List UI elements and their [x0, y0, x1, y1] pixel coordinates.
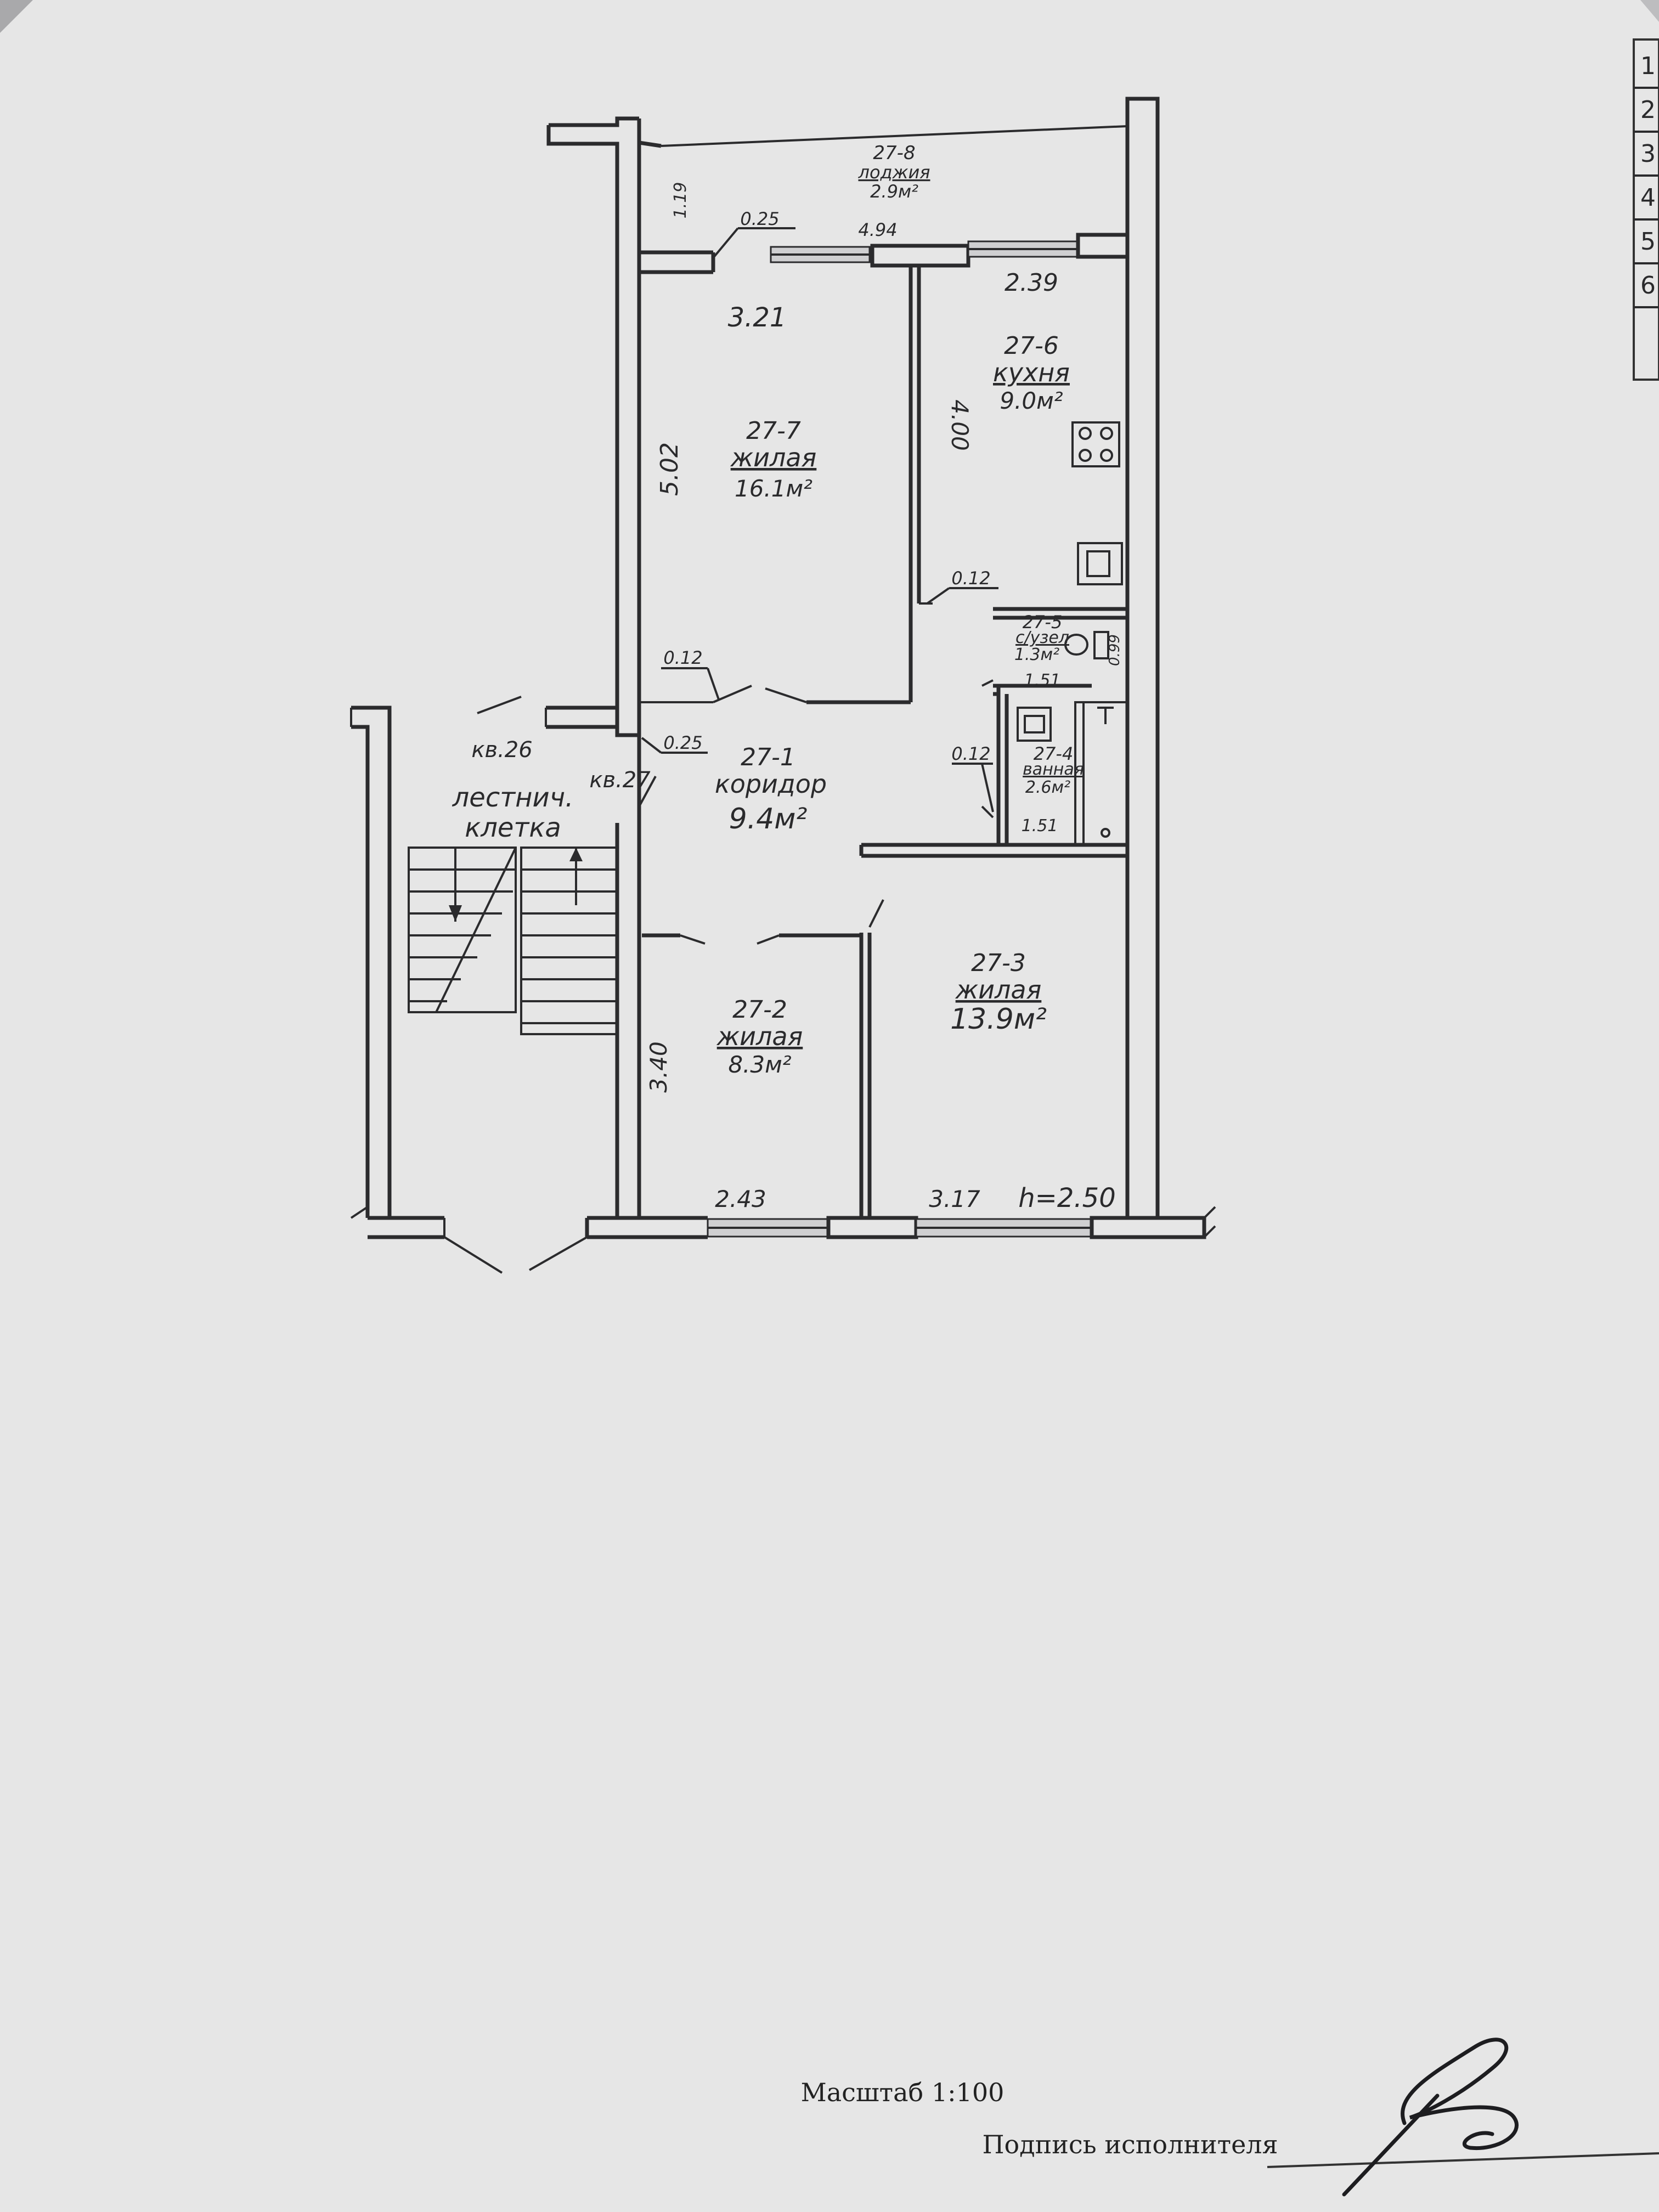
room-id: 27-8: [873, 142, 915, 164]
dimension-label: 0.99: [1107, 634, 1123, 666]
room-area: 2.9м²: [870, 181, 918, 202]
room-name: лоджия: [857, 162, 930, 183]
side-table-number: 1: [1640, 52, 1656, 80]
dimension-label: 1.51: [1024, 671, 1061, 690]
room-name: кухня: [993, 358, 1070, 387]
room-id: 27-1: [741, 743, 795, 771]
room-area: 9.0м²: [1000, 387, 1063, 414]
dimension-label: 5.02: [656, 442, 684, 496]
room-id: 27-5: [1023, 612, 1063, 633]
side-table-number: 2: [1640, 96, 1656, 124]
room-living-27-3: 27-3 жилая 13.9м²: [950, 949, 1047, 1036]
room-kitchen: 27-6 кухня 9.0м²: [993, 332, 1070, 414]
loggia-rail: [661, 125, 1128, 147]
dimensions: 1.19 0.25 4.94 3.21 2.39 5.02 4.00 0.12 …: [641, 182, 1123, 1214]
stair-flight-right: [520, 847, 618, 1035]
dimension-label: 4.94: [858, 219, 897, 240]
sink-icon: [1077, 542, 1123, 585]
room-id: 27-3: [971, 949, 1026, 977]
room-corridor: 27-1 коридор 9.4м²: [715, 743, 827, 836]
signature-label: Подпись исполнителя: [982, 2130, 1278, 2159]
washbasin-icon: [1017, 707, 1052, 742]
dimension-label: 0.12: [663, 647, 702, 668]
dimension-label: 1.19: [671, 182, 690, 219]
room-name: жилая: [716, 1022, 803, 1051]
dimension-label: 2.43: [715, 1186, 766, 1212]
stairwell-label: лестнич.: [452, 782, 574, 813]
room-living-27-2: 27-2 жилая 8.3м²: [716, 996, 803, 1078]
toilet-icon: [1064, 631, 1109, 659]
side-table-number: 6: [1640, 272, 1656, 300]
room-wc: 27-5 с/узел 1.3м²: [1014, 612, 1069, 664]
apartment-26-label: кв.26: [471, 737, 532, 763]
room-bath: 27-4 ванная 2.6м²: [1023, 743, 1084, 797]
room-loggia: 27-8 лоджия 2.9м²: [857, 142, 930, 202]
stair-flight-left: [408, 847, 517, 1013]
side-table-number: 4: [1640, 184, 1656, 212]
dimension-label: 1.51: [1022, 816, 1058, 836]
dimension-label: 0.12: [951, 568, 990, 589]
room-name: с/узел: [1015, 628, 1069, 647]
room-name: коридор: [715, 769, 827, 799]
ceiling-height-label: h=2.50: [1018, 1183, 1116, 1214]
stove-icon: [1071, 421, 1120, 467]
dimension-label: 3.17: [929, 1186, 980, 1212]
dimension-label: 4.00: [946, 399, 973, 451]
dimension-label: 0.12: [951, 743, 990, 764]
room-id: 27-2: [732, 996, 787, 1024]
stairwell: [350, 696, 657, 1274]
room-area: 9.4м²: [729, 803, 808, 836]
side-table-number: 5: [1640, 228, 1656, 256]
bathtub-icon: [1074, 701, 1128, 846]
room-name: ванная: [1023, 760, 1084, 779]
scale-label: Масштаб 1:100: [801, 2078, 1005, 2107]
room-area: 13.9м²: [950, 1003, 1047, 1036]
room-name: жилая: [955, 975, 1042, 1005]
dimension-label: 3.40: [645, 1041, 672, 1093]
room-id: 27-4: [1034, 743, 1074, 764]
paper-shadow-fold: [0, 0, 33, 33]
room-name: жилая: [730, 443, 817, 472]
side-table: 1 2 3 4 5 6: [1633, 38, 1659, 381]
room-id: 27-6: [1004, 332, 1059, 360]
dimension-label: 2.39: [1005, 269, 1058, 297]
dimension-label: 0.25: [740, 208, 779, 229]
signature-mark: [1342, 2038, 1519, 2197]
dimension-label: 3.21: [728, 302, 787, 333]
signature-line: [1267, 2152, 1659, 2168]
room-area: 2.6м²: [1025, 778, 1070, 797]
dimension-label: 0.25: [663, 732, 702, 753]
room-area: 8.3м²: [728, 1051, 791, 1078]
side-table-number: 3: [1640, 140, 1656, 168]
room-area: 16.1м²: [735, 475, 812, 502]
room-area: 1.3м²: [1014, 645, 1059, 664]
room-living-27-7: 27-7 жилая 16.1м²: [730, 417, 817, 502]
apartment-27-label: кв.27: [589, 768, 651, 793]
room-id: 27-7: [746, 417, 801, 445]
stairwell-label: клетка: [465, 812, 561, 843]
